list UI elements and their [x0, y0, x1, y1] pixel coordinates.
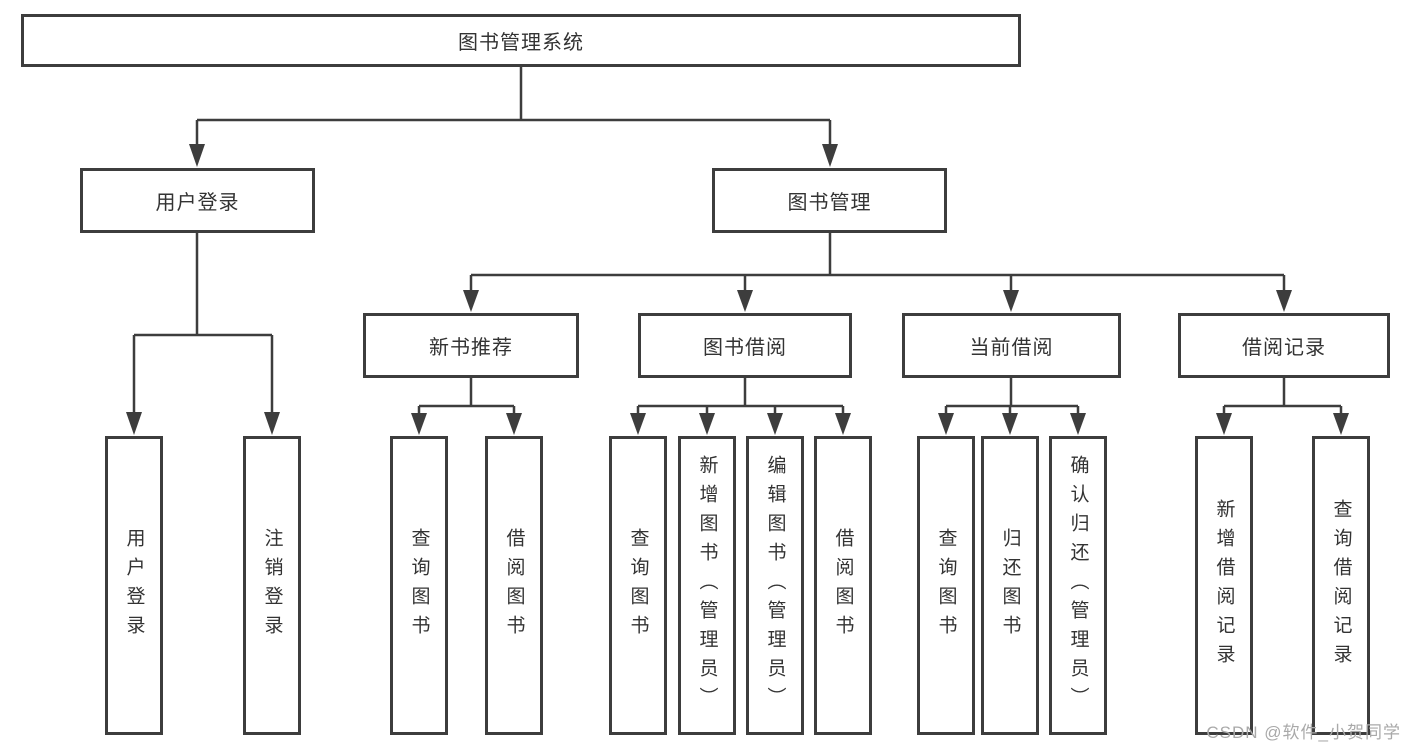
leaf-user-login: 用户登录	[105, 436, 163, 735]
leaf-record-add-label: 新增借阅记录	[1213, 498, 1235, 673]
leaf-borrow-edit-label: 编辑图书（管理员）	[764, 455, 786, 716]
node-book-borrow-label: 图书借阅	[703, 337, 787, 359]
node-current-borrow: 当前借阅	[902, 313, 1121, 378]
leaf-borrow-edit: 编辑图书（管理员）	[746, 436, 804, 735]
leaf-logout: 注销登录	[243, 436, 301, 735]
node-borrow-record: 借阅记录	[1178, 313, 1390, 378]
leaf-borrow-add-label: 新增图书（管理员）	[696, 455, 718, 716]
leaf-newbook-borrow-label: 借阅图书	[503, 527, 525, 644]
node-book-borrow: 图书借阅	[638, 313, 852, 378]
node-user-login: 用户登录	[80, 168, 315, 233]
leaf-current-return: 归还图书	[981, 436, 1039, 735]
node-book-management-label: 图书管理	[787, 192, 872, 214]
node-book-management: 图书管理	[712, 168, 947, 233]
leaf-newbook-borrow: 借阅图书	[485, 436, 543, 735]
leaf-record-add: 新增借阅记录	[1195, 436, 1253, 735]
leaf-current-query: 查询图书	[917, 436, 975, 735]
node-borrow-record-label: 借阅记录	[1242, 337, 1326, 359]
node-root: 图书管理系统	[21, 14, 1021, 67]
node-new-book-rec: 新书推荐	[363, 313, 579, 378]
leaf-record-query: 查询借阅记录	[1312, 436, 1370, 735]
leaf-current-confirm: 确认归还（管理员）	[1049, 436, 1107, 735]
node-user-login-label: 用户登录	[155, 192, 240, 214]
connector-book-borrow-children	[630, 378, 851, 435]
leaf-newbook-query: 查询图书	[390, 436, 448, 735]
leaf-borrow-query: 查询图书	[609, 436, 667, 735]
leaf-borrow-query-label: 查询图书	[627, 527, 649, 644]
node-new-book-rec-label: 新书推荐	[429, 337, 513, 359]
watermark: CSDN @软件_小贺同学	[1206, 723, 1401, 742]
connector-borrow-record-children	[1216, 378, 1349, 435]
connector-new-book-rec-children	[411, 378, 522, 435]
connector-book-management-children	[463, 233, 1292, 312]
leaf-user-login-label: 用户登录	[123, 527, 145, 644]
connector-root-to-level2	[189, 67, 838, 167]
leaf-logout-label: 注销登录	[261, 527, 283, 644]
leaf-newbook-query-label: 查询图书	[408, 527, 430, 644]
connector-user-login-children	[126, 233, 280, 435]
leaf-borrow-borrow: 借阅图书	[814, 436, 872, 735]
connector-current-borrow-children	[938, 378, 1086, 435]
node-root-label: 图书管理系统	[458, 32, 584, 54]
leaf-record-query-label: 查询借阅记录	[1330, 498, 1352, 673]
leaf-borrow-borrow-label: 借阅图书	[832, 527, 854, 644]
node-current-borrow-label: 当前借阅	[969, 337, 1054, 359]
leaf-current-return-label: 归还图书	[999, 527, 1021, 644]
leaf-borrow-add: 新增图书（管理员）	[678, 436, 736, 735]
leaf-current-query-label: 查询图书	[935, 527, 957, 644]
leaf-current-confirm-label: 确认归还（管理员）	[1067, 455, 1089, 716]
